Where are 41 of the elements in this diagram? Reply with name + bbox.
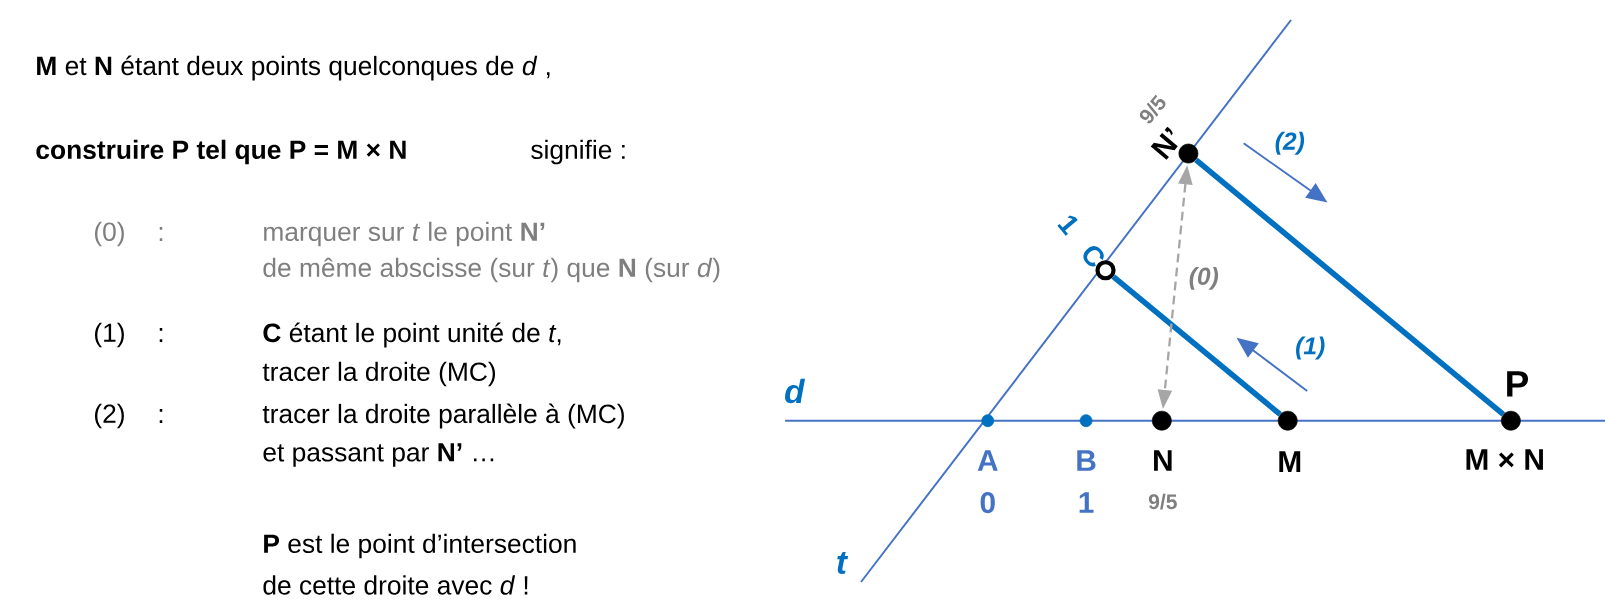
point-label: P [1507, 371, 1528, 397]
point-dot [1178, 143, 1199, 164]
line-label: t [837, 552, 849, 574]
step-number: (2) [95, 403, 124, 429]
point-label: B [1077, 450, 1096, 471]
point-dot [1277, 410, 1298, 431]
point-label: A [977, 450, 998, 471]
statement-text: M et N étant deux points quelconques de d , [37, 55, 550, 81]
coordinate-label: 9/5 [1139, 94, 1166, 124]
statement-text: construire P tel que P = M × N [36, 139, 406, 165]
statement-text: signifie : [531, 139, 625, 165]
step-text: et passant par N’ … [263, 443, 494, 467]
point-label: N’ [1150, 126, 1178, 160]
coordinate-label: 1 [1079, 492, 1094, 513]
step-text: de cette droite avec d ! [263, 575, 528, 595]
step-text: tracer la droite (MC) [262, 361, 496, 387]
step-number: (0) [95, 221, 124, 247]
coordinate-label: 1 [1057, 215, 1078, 236]
product-label: M × N [1466, 449, 1543, 470]
coordinate-label: 0 [980, 492, 995, 514]
point-label: C [1083, 246, 1104, 267]
step-text: marquer sur t le point N’ [264, 221, 545, 247]
point-label: N [1154, 450, 1172, 471]
step-number: (1) [95, 322, 124, 348]
step-text: C étant le point unité de t, [263, 322, 561, 348]
connector-line [1111, 274, 1282, 417]
step-label: (2) [1275, 131, 1305, 155]
step-text: P est le point d’intersection [264, 533, 576, 559]
point-label: M [1279, 451, 1301, 472]
step-text: tracer la droite parallèle à (MC) [262, 403, 624, 429]
point-dot [1501, 410, 1521, 431]
step-text: : [159, 227, 163, 241]
step-label: (1) [1296, 336, 1325, 360]
connector-line [1194, 157, 1506, 417]
step-text: : [159, 409, 163, 423]
edge-label: (0) [1186, 265, 1221, 292]
coordinate-label: 9/5 [1148, 493, 1177, 510]
point-dot [1151, 410, 1172, 431]
line-label: d [785, 378, 806, 404]
step-text: : [159, 328, 163, 342]
step-text: de même abscisse (sur t) que N (sur d) [263, 257, 720, 283]
